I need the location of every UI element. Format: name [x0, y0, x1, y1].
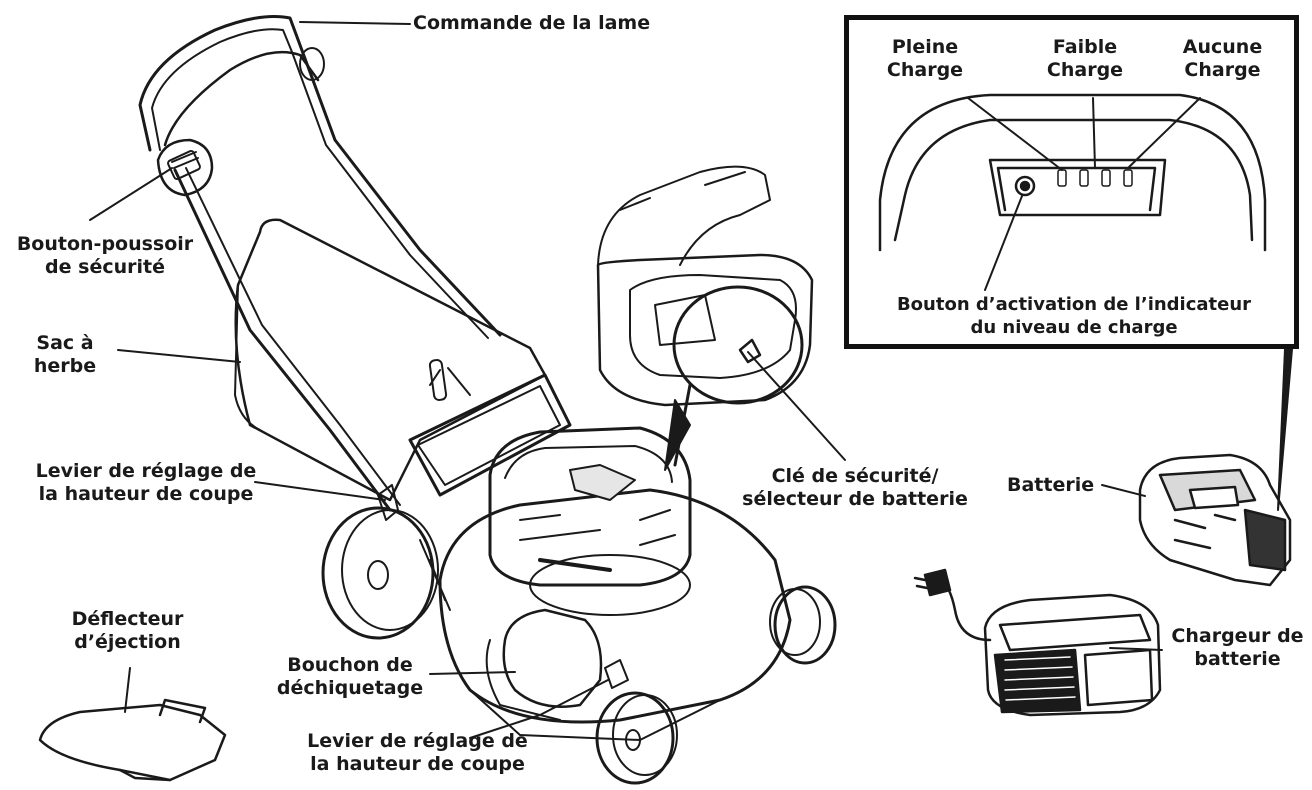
- grass-bag: [234, 218, 547, 502]
- charge-test-button: [1014, 175, 1036, 197]
- label-low-charge: Faible Charge: [1046, 36, 1124, 81]
- label-mulching-plug: Bouchon de déchiquetage: [276, 654, 424, 699]
- label-no-charge: Aucune Charge: [1182, 36, 1263, 81]
- label-charger: Chargeur de batterie: [1171, 625, 1304, 670]
- mulching-plug: [502, 608, 603, 708]
- handle-grip: [299, 47, 325, 81]
- label-blade-control: Commande de la lame: [413, 12, 651, 34]
- charge-indicator-inset-frame: [844, 15, 1299, 349]
- bag-frame: [408, 373, 572, 497]
- label-height-lever-rear: Levier de réglage de la hauteur de coupe: [35, 460, 257, 505]
- handle-left-leg: [173, 168, 392, 512]
- charge-indicator-inset-art: [878, 93, 1267, 291]
- label-charge-indicator-button: Bouton d’activation de l’indicateur du n…: [896, 294, 1252, 338]
- ejection-deflector: [38, 698, 227, 782]
- height-lever-rear: [377, 484, 399, 521]
- label-safety-key: Clé de sécurité/ sélecteur de batterie: [742, 465, 968, 510]
- magnifier-circle: [672, 285, 804, 405]
- rear-left-wheel: [321, 506, 439, 640]
- blade-control-bar: [163, 50, 320, 147]
- label-full-charge: Pleine Charge: [886, 36, 964, 81]
- label-height-lever-front: Levier de réglage de la hauteur de coupe: [307, 730, 528, 775]
- front-left-wheel: [595, 691, 678, 785]
- leader-lines: [89, 21, 1293, 739]
- front-right-wheel: [769, 585, 837, 665]
- standalone-battery: [1138, 453, 1292, 587]
- label-grass-bag: Sac à herbe: [33, 332, 97, 377]
- height-lever-front: [604, 659, 629, 689]
- safety-button-housing: [156, 138, 214, 197]
- battery-charger: [913, 568, 1162, 717]
- handle-bar: [138, 15, 502, 337]
- label-battery: Batterie: [1007, 474, 1095, 496]
- lawnmower-illustration: [138, 15, 837, 785]
- handle-bar-inner: [151, 28, 489, 339]
- label-safety-button: Bouton-poussoir de sécurité: [16, 233, 194, 278]
- battery-compartment-open: [596, 165, 814, 407]
- label-ejection-deflector: Déflecteur d’éjection: [71, 608, 184, 653]
